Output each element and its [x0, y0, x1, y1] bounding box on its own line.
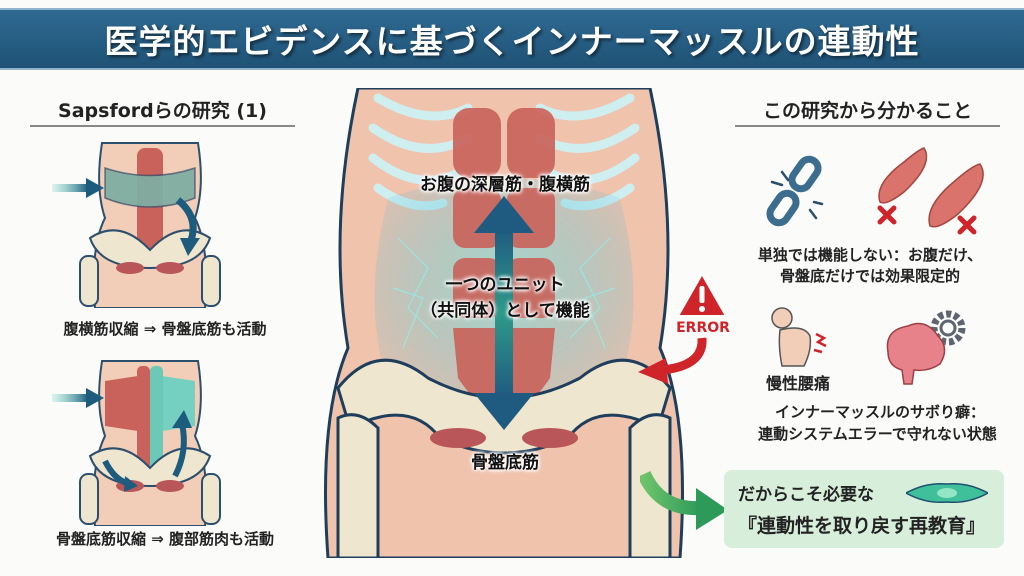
right-heading-rule	[735, 125, 1000, 127]
error-curved-arrow-icon	[632, 336, 712, 388]
left-section-heading: Sapsfordらの研究 (1)	[58, 100, 267, 122]
finding1-line2: 骨盤底だけでは効果限定的	[779, 267, 960, 285]
finding2-line2: 連動システムエラーで守れない状態	[758, 425, 997, 443]
conclusion-line1: だからこそ必要な	[738, 485, 874, 505]
right-section-heading: この研究から分かること	[762, 100, 972, 122]
figure1-caption: 腹横筋収縮 ⇒ 骨盤底筋も活動	[63, 320, 267, 338]
arrow-right-icon	[52, 388, 104, 408]
figure2-caption: 骨盤底筋収縮 ⇒ 腹部筋肉も活動	[55, 530, 274, 548]
figure-pelvic-floor-contraction	[50, 356, 250, 527]
glowing-muscle-icon	[904, 482, 990, 504]
green-arrow-icon	[637, 470, 730, 534]
muscle-x-icon	[920, 160, 992, 250]
core-anatomy-illustration	[318, 86, 690, 560]
conclusion-line2: 『連動性を取り戻す再教育』	[738, 515, 986, 537]
conclusion-callout: だからこそ必要な 『連動性を取り戻す再教育』	[724, 470, 1004, 548]
back-pain-icon	[764, 306, 834, 368]
finding1-line1: 単独では機能しない：お腹だけ、	[757, 246, 983, 264]
error-label: ERROR	[676, 320, 730, 336]
figure-transversus-contraction	[50, 138, 250, 309]
label-one-unit-line2: （共同体）として機能	[420, 301, 590, 321]
title-banner: 医学的エビデンスに基づくインナーマッスルの連動性	[0, 8, 1024, 70]
error-warning-icon	[676, 272, 728, 318]
broken-chain-icon	[762, 152, 834, 232]
brain-gear-icon	[880, 308, 972, 390]
finding2-line1: インナーマッスルのサボり癖：	[774, 403, 985, 421]
left-heading-rule	[30, 125, 295, 127]
arrow-right-icon	[52, 178, 104, 198]
page-title: 医学的エビデンスに基づくインナーマッスルの連動性	[104, 22, 920, 61]
label-one-unit-line1: 一つのユニット	[445, 275, 565, 295]
label-transversus-abdominis: お腹の深層筋・腹横筋	[420, 175, 590, 195]
label-pelvic-floor: 骨盤底筋	[471, 453, 539, 473]
chronic-low-back-pain-label: 慢性腰痛	[765, 374, 830, 393]
muscle-x-icon	[874, 144, 934, 234]
